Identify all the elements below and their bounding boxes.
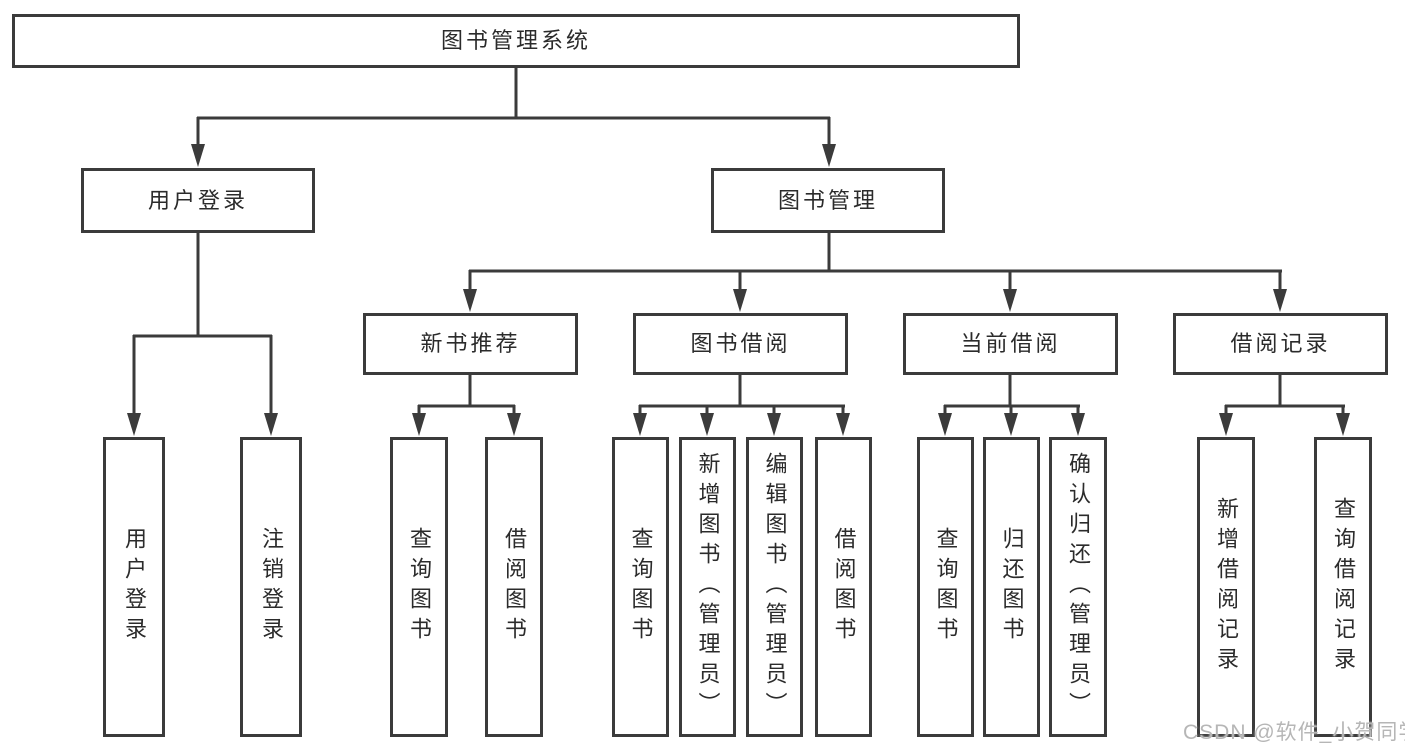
node-user-login: 用户登录 xyxy=(81,168,315,233)
node-leaf-cb-return-books: 归还图书 xyxy=(983,437,1040,737)
node-leaf-logout-label: 注销登录 xyxy=(259,527,284,647)
node-leaf-nb-borrow-books: 借阅图书 xyxy=(485,437,543,737)
node-leaf-nb-query-books-label: 查询图书 xyxy=(407,527,432,647)
node-leaf-cb-confirm-return-admin-label: 确认归还（管理员） xyxy=(1066,452,1091,722)
node-leaf-logout: 注销登录 xyxy=(240,437,302,737)
node-leaf-nb-borrow-books-label: 借阅图书 xyxy=(502,527,527,647)
node-book-management: 图书管理 xyxy=(711,168,945,233)
node-leaf-nb-query-books: 查询图书 xyxy=(390,437,448,737)
node-leaf-cb-query-books-label: 查询图书 xyxy=(933,527,959,647)
node-new-book-recommend-label: 新书推荐 xyxy=(420,331,521,356)
node-leaf-cb-return-books-label: 归还图书 xyxy=(999,527,1025,647)
node-borrowing-records: 借阅记录 xyxy=(1173,313,1388,375)
node-leaf-bb-add-book-admin: 新增图书（管理员） xyxy=(679,437,736,737)
node-user-login-label: 用户登录 xyxy=(147,187,248,213)
node-leaf-br-add-record-label: 新增借阅记录 xyxy=(1214,497,1239,677)
node-leaf-bb-edit-book-admin: 编辑图书（管理员） xyxy=(746,437,803,737)
node-borrowing-records-label: 借阅记录 xyxy=(1230,331,1331,356)
csdn-watermark: CSDN @软件_小贺同学 xyxy=(1183,721,1405,744)
node-leaf-br-query-record: 查询借阅记录 xyxy=(1314,437,1372,737)
node-leaf-cb-confirm-return-admin: 确认归还（管理员） xyxy=(1049,437,1107,737)
node-leaf-br-query-record-label: 查询借阅记录 xyxy=(1331,497,1356,677)
node-leaf-bb-add-book-admin-label: 新增图书（管理员） xyxy=(695,452,721,722)
node-leaf-bb-query-books: 查询图书 xyxy=(612,437,669,737)
node-new-book-recommend: 新书推荐 xyxy=(363,313,578,375)
node-root: 图书管理系统 xyxy=(12,14,1020,68)
node-current-borrowing: 当前借阅 xyxy=(903,313,1118,375)
node-leaf-bb-edit-book-admin-label: 编辑图书（管理员） xyxy=(762,452,788,722)
node-leaf-login-label: 用户登录 xyxy=(122,527,147,647)
node-leaf-bb-borrow-books-label: 借阅图书 xyxy=(831,527,857,647)
node-book-management-label: 图书管理 xyxy=(777,187,878,213)
node-leaf-bb-query-books-label: 查询图书 xyxy=(628,527,654,647)
node-leaf-bb-borrow-books: 借阅图书 xyxy=(815,437,872,737)
node-current-borrowing-label: 当前借阅 xyxy=(960,331,1061,356)
node-book-borrowing: 图书借阅 xyxy=(633,313,848,375)
arrowheads xyxy=(127,144,1350,436)
node-book-borrowing-label: 图书借阅 xyxy=(690,331,791,356)
node-leaf-cb-query-books: 查询图书 xyxy=(917,437,974,737)
node-leaf-login: 用户登录 xyxy=(103,437,165,737)
node-leaf-br-add-record: 新增借阅记录 xyxy=(1197,437,1255,737)
node-root-label: 图书管理系统 xyxy=(440,28,591,53)
